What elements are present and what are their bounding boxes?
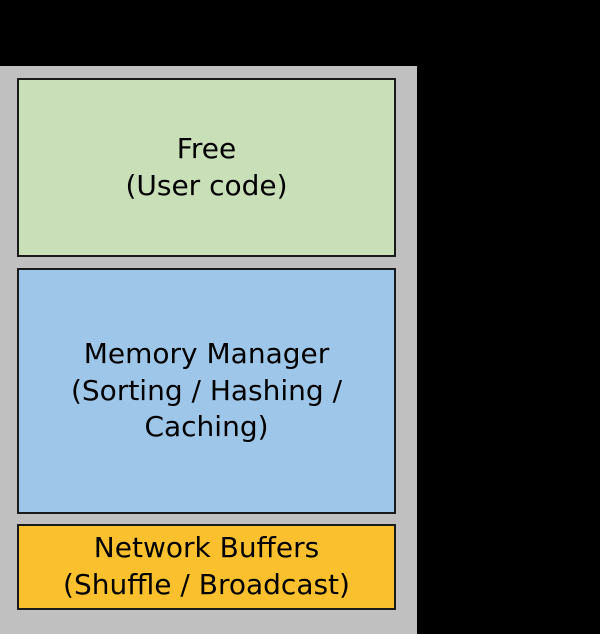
executor-memory-container: Free (User code) Memory Manager (Sorting… — [0, 66, 417, 634]
segment-network-buffers-line-1: Network Buffers — [93, 531, 320, 565]
memory-segment-network-buffers: Network Buffers (Shuffle / Broadcast) — [17, 524, 396, 610]
segment-memory-manager-line-1: Memory Manager — [83, 336, 330, 370]
segment-memory-manager-line-3: Caching) — [144, 410, 269, 444]
memory-segment-memory-manager: Memory Manager (Sorting / Hashing / Cach… — [17, 268, 396, 514]
segment-free-line-2: (User code) — [125, 168, 288, 202]
segment-network-buffers-line-2: (Shuffle / Broadcast) — [63, 568, 350, 601]
segment-memory-manager-line-2: (Sorting / Hashing / — [70, 373, 343, 407]
segment-free-line-1: Free — [176, 131, 237, 165]
memory-segment-free: Free (User code) — [17, 78, 396, 257]
